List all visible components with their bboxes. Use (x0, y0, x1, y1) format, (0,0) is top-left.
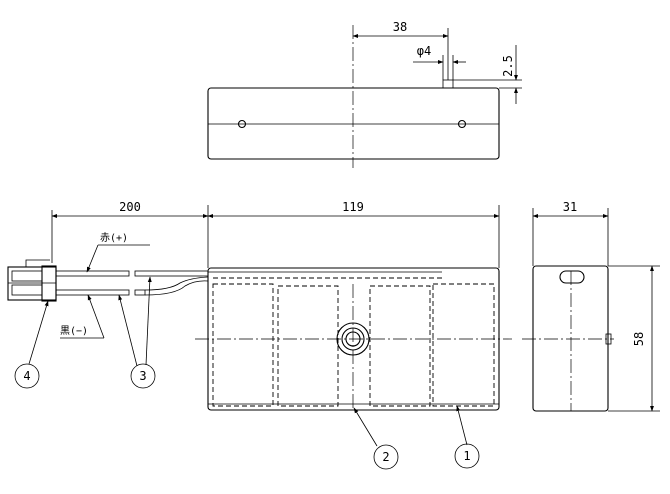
callout-4: 4 (14, 300, 49, 389)
callout-4-label: 4 (23, 369, 30, 383)
wire-label-red-text: 赤(+) (100, 232, 128, 244)
cable-assembly (7, 259, 209, 302)
side-view (522, 265, 614, 412)
wire-black-right (134, 289, 146, 296)
center-screw-mid (341, 327, 365, 351)
dim-2-5: 2.5 (453, 45, 522, 104)
dim-2-5-label: 2.5 (501, 55, 515, 77)
wire-black-bend-2 (144, 280, 209, 296)
dim-31: 31 (532, 200, 609, 266)
wire-label-black-text: 黒(−) (60, 325, 88, 337)
dim-58-label: 58 (632, 332, 646, 346)
wire-black-left (55, 289, 130, 296)
mount-hole-left (237, 119, 247, 129)
cell-2 (277, 285, 339, 407)
dim-200: 200 (51, 200, 209, 263)
top-view-outline (207, 87, 500, 160)
connector-pin-top (11, 270, 43, 282)
mount-hole-right (457, 119, 467, 129)
wire-label-red: 赤(+) (86, 232, 150, 273)
connector-latch (25, 259, 50, 267)
dim-phi4: φ4 (413, 44, 466, 64)
callout-1-label: 1 (463, 449, 470, 463)
side-view-outline (532, 265, 609, 412)
cell-3 (369, 285, 431, 407)
dim-38-label: 38 (393, 20, 407, 34)
dim-119-label: 119 (342, 200, 364, 214)
dim-31-label: 31 (563, 200, 577, 214)
dim-58: 58 (608, 265, 660, 412)
cell-1 (212, 283, 274, 407)
dim-phi4-label: φ4 (417, 44, 431, 58)
top-view (207, 25, 500, 168)
center-screw-inner (345, 331, 361, 347)
dim-119: 119 (207, 200, 500, 268)
callout-2-label: 2 (382, 450, 389, 464)
callout-3-label: 3 (139, 369, 146, 383)
side-view-slot (559, 270, 585, 284)
wire-label-black: 黒(−) (60, 294, 105, 339)
wire-black-bend (144, 276, 209, 291)
front-view (195, 267, 512, 411)
tab-slot (442, 79, 454, 89)
cell-4 (432, 283, 495, 407)
side-view-tab (605, 333, 612, 345)
callout-2: 2 (353, 407, 399, 470)
dim-38: 38 (352, 20, 449, 38)
dim-200-label: 200 (119, 200, 141, 214)
center-screw-outer (336, 322, 370, 356)
wire-red-left (55, 270, 130, 277)
wire-red-right (134, 270, 209, 277)
connector-pin-bottom (11, 284, 43, 296)
connector-head (41, 265, 57, 302)
callout-1: 1 (454, 405, 480, 469)
callout-3: 3 (118, 276, 156, 389)
